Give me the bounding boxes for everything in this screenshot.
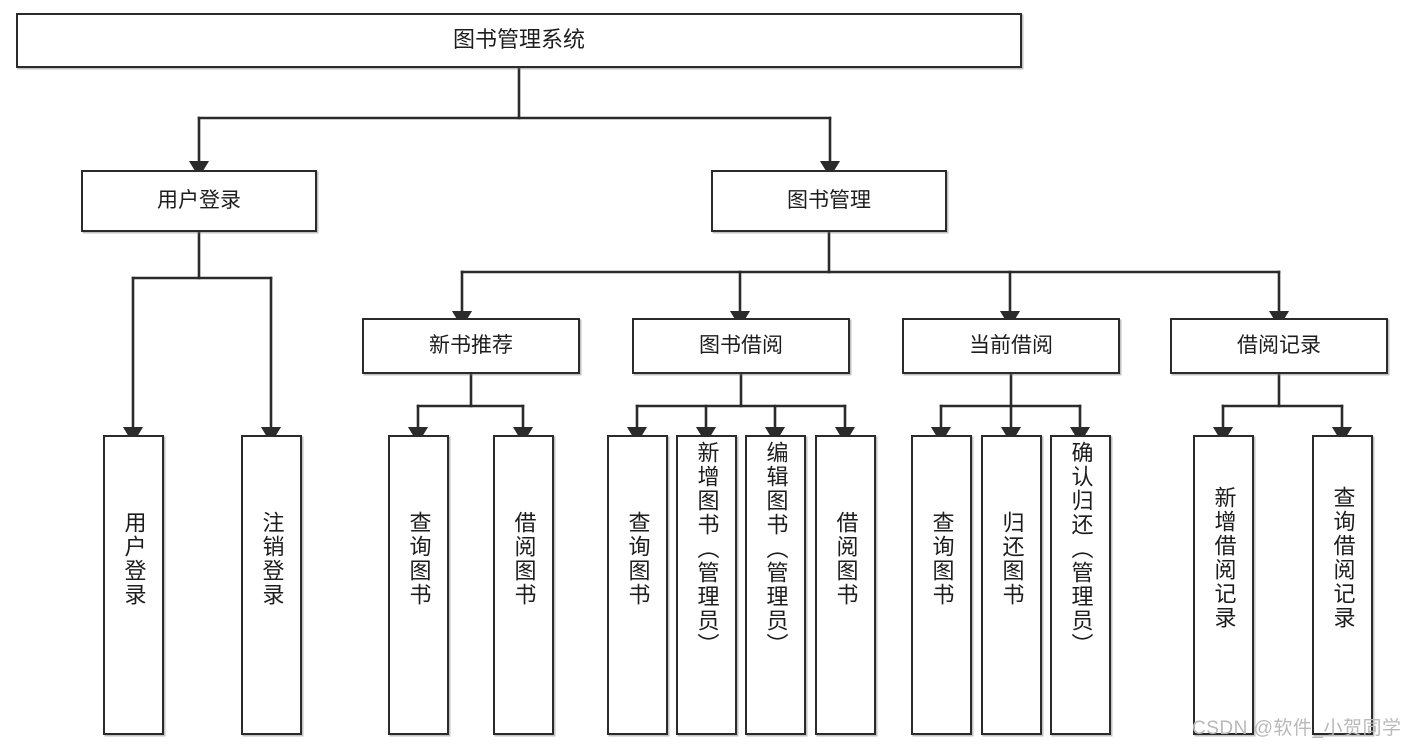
leaf-current-return-book[interactable]: 归还图书: [981, 435, 1042, 735]
leaf-borrow-edit-book-admin-label: 编辑图书（管理员）: [763, 441, 789, 657]
leaf-record-add-record[interactable]: 新增借阅记录: [1193, 435, 1254, 735]
node-root-system[interactable]: 图书管理系统: [16, 13, 1022, 68]
node-book-management-label: 图书管理: [787, 189, 871, 213]
leaf-borrow-add-book-admin[interactable]: 新增图书（管理员）: [676, 435, 737, 735]
leaf-newbook-borrow-book-label: 借阅图书: [511, 511, 537, 607]
leaf-newbook-borrow-book[interactable]: 借阅图书: [493, 435, 554, 735]
leaf-user-login-signin[interactable]: 用户登录: [103, 435, 164, 735]
leaf-user-login-signin-label: 用户登录: [121, 511, 147, 607]
node-user-login[interactable]: 用户登录: [81, 170, 317, 232]
leaf-record-query-record[interactable]: 查询借阅记录: [1312, 435, 1373, 735]
leaf-current-confirm-return-admin-label: 确认归还（管理员）: [1068, 441, 1094, 657]
leaf-current-confirm-return-admin[interactable]: 确认归还（管理员）: [1050, 435, 1111, 735]
leaf-current-return-book-label: 归还图书: [999, 511, 1025, 607]
node-book-borrow[interactable]: 图书借阅: [632, 318, 850, 374]
node-current-borrow-label: 当前借阅: [969, 334, 1053, 358]
node-borrow-record[interactable]: 借阅记录: [1170, 318, 1388, 374]
leaf-current-query-book[interactable]: 查询图书: [911, 435, 972, 735]
leaf-user-login-signout[interactable]: 注销登录: [241, 435, 302, 735]
leaf-current-query-book-label: 查询图书: [929, 511, 955, 607]
leaf-borrow-query-book-label: 查询图书: [625, 511, 651, 607]
node-user-login-label: 用户登录: [157, 189, 241, 213]
leaf-borrow-query-book[interactable]: 查询图书: [607, 435, 668, 735]
node-new-book-recommend-label: 新书推荐: [429, 334, 513, 358]
node-borrow-record-label: 借阅记录: [1237, 334, 1321, 358]
leaf-borrow-borrow-book-label: 借阅图书: [833, 511, 859, 607]
leaf-newbook-query-book-label: 查询图书: [406, 511, 432, 607]
node-new-book-recommend[interactable]: 新书推荐: [362, 318, 580, 374]
leaf-newbook-query-book[interactable]: 查询图书: [388, 435, 449, 735]
node-book-borrow-label: 图书借阅: [699, 334, 783, 358]
leaf-record-add-record-label: 新增借阅记录: [1211, 486, 1237, 630]
node-book-management[interactable]: 图书管理: [711, 170, 947, 232]
leaf-borrow-add-book-admin-label: 新增图书（管理员）: [694, 441, 720, 657]
node-root-label: 图书管理系统: [452, 27, 585, 53]
leaf-record-query-record-label: 查询借阅记录: [1330, 486, 1356, 630]
node-current-borrow[interactable]: 当前借阅: [902, 318, 1120, 374]
leaf-user-login-signout-label: 注销登录: [259, 511, 285, 607]
csdn-watermark: CSDN @软件_小贺同学: [1192, 718, 1402, 739]
leaf-borrow-edit-book-admin[interactable]: 编辑图书（管理员）: [745, 435, 806, 735]
leaf-borrow-borrow-book[interactable]: 借阅图书: [815, 435, 876, 735]
